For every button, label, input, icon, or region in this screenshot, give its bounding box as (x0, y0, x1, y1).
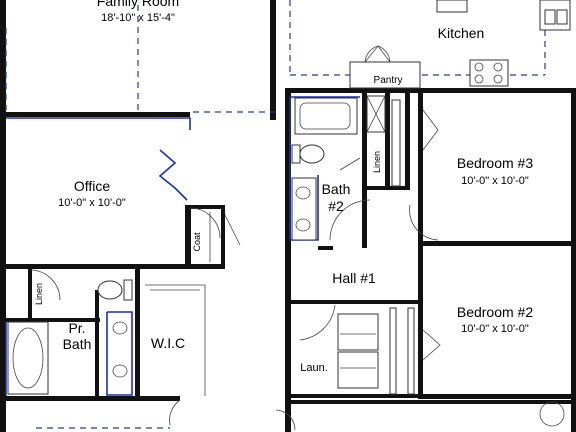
kitchen-label: Kitchen (438, 25, 485, 41)
family-room-size: 18'-10" x 15'-4" (101, 12, 175, 24)
laundry-label: Laun. (300, 362, 328, 374)
bath2-label-line1: Bath (322, 181, 351, 197)
pantry-label: Pantry (374, 75, 403, 86)
bedroom3-label: Bedroom #3 (457, 155, 533, 171)
bath2-label-line2: #2 (328, 198, 344, 214)
primary-bath-label-line2: Bath (63, 336, 92, 352)
kitchen-fixtures (349, 0, 571, 89)
linen-bath-label: Linen (34, 283, 44, 305)
labels: Family Room 18'-10" x 15'-4" Kitchen Pan… (34, 0, 533, 374)
bedroom2-size: 10'-0" x 10'-0" (461, 323, 529, 335)
coat-label: Coat (192, 232, 202, 252)
family-room-label: Family Room (97, 0, 179, 9)
blue-outlines (5, 96, 360, 396)
misc-fixtures (7, 99, 415, 396)
bath2-fixtures (291, 95, 386, 241)
hall1-label: Hall #1 (332, 270, 376, 286)
office-label: Office (74, 178, 111, 194)
doors (29, 109, 565, 431)
linen-hall-label: Linen (372, 151, 382, 173)
bedroom2-label: Bedroom #2 (457, 304, 533, 320)
bedroom3-size: 10'-0" x 10'-0" (461, 175, 529, 187)
wic-label: W.I.C (151, 335, 185, 351)
office-size: 10'-0" x 10'-0" (58, 197, 126, 209)
primary-bath-label-line1: Pr. (68, 320, 85, 336)
